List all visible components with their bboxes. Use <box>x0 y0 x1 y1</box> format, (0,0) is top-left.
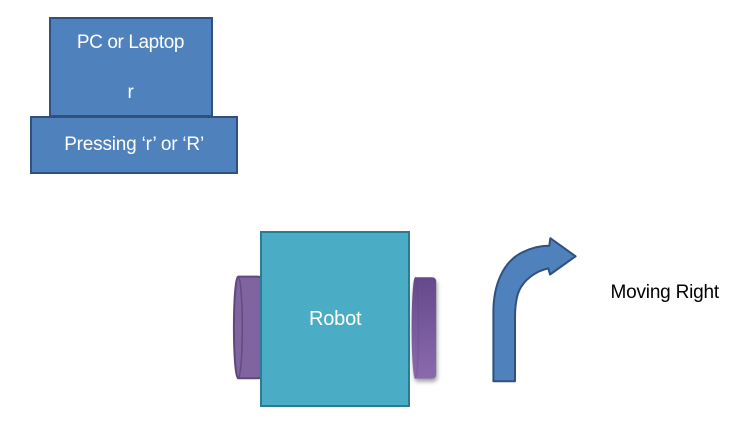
robot-label: Robot <box>309 307 362 330</box>
key-press-label: Pressing ‘r’ or ‘R’ <box>64 134 204 156</box>
pc-box-line2: r <box>127 81 134 103</box>
left-wheel <box>232 275 263 380</box>
curved-right-arrow-icon <box>492 237 577 383</box>
moving-right-label: Moving Right <box>610 281 720 303</box>
right-wheel-rim <box>414 276 420 380</box>
robot-box: Robot <box>260 231 411 408</box>
pc-box-line1: PC or Laptop <box>76 32 185 54</box>
pc-box: PC or Laptop r <box>48 17 213 117</box>
key-press-box: Pressing ‘r’ or ‘R’ <box>30 116 238 175</box>
pc-box-blank-line <box>51 56 211 81</box>
right-wheel <box>411 276 437 380</box>
left-wheel-rim <box>237 275 244 380</box>
